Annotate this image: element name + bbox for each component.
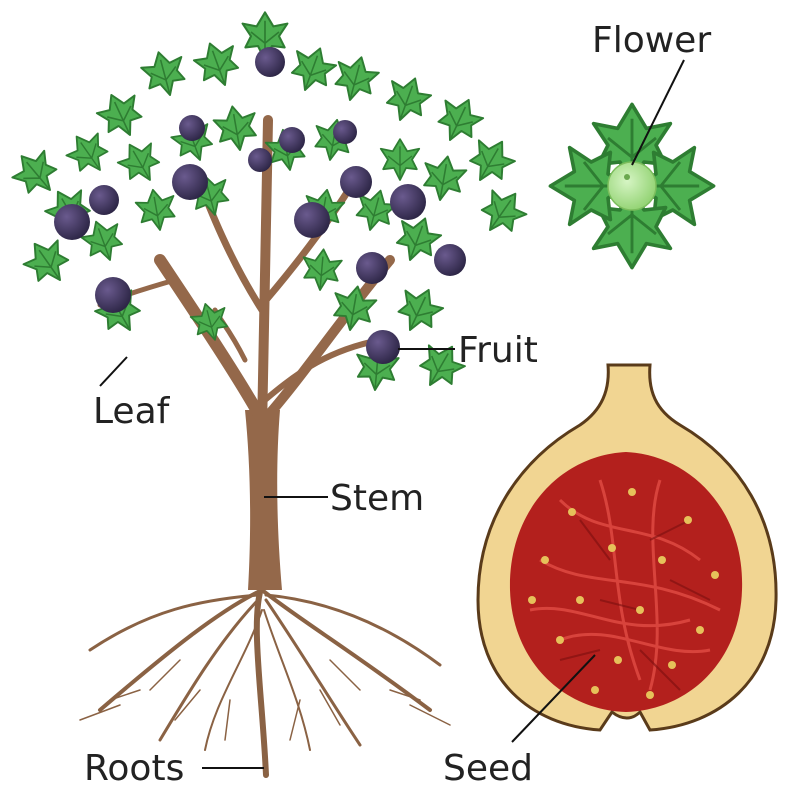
leaf-label: Leaf — [93, 391, 171, 432]
flower-label: Flower — [592, 20, 711, 61]
flower-leader-line — [631, 59, 685, 166]
fruit — [356, 252, 388, 284]
roots-label: Roots — [84, 748, 184, 789]
fruit-label: Fruit — [458, 330, 538, 371]
seed-label: Seed — [443, 748, 533, 789]
fruit — [255, 47, 285, 77]
flower-bud — [607, 161, 657, 211]
fruit — [248, 148, 272, 172]
fruits — [54, 47, 466, 364]
fruit — [179, 115, 205, 141]
fig-cross-section — [476, 363, 778, 732]
fruit — [340, 166, 372, 198]
stem-label: Stem — [330, 478, 424, 519]
seeds — [528, 488, 719, 699]
fruit — [294, 202, 330, 238]
fruit — [390, 184, 426, 220]
fruit — [366, 330, 400, 364]
roots — [79, 582, 451, 778]
flower-illustration — [548, 102, 716, 270]
fruit — [279, 127, 305, 153]
leaf-leader-line — [99, 356, 128, 387]
seed-leader-line — [511, 654, 596, 743]
fruit — [434, 244, 466, 276]
fruit — [172, 164, 208, 200]
fruit — [333, 120, 357, 144]
fruit — [95, 277, 131, 313]
fruit — [89, 185, 119, 215]
fruit — [54, 204, 90, 240]
